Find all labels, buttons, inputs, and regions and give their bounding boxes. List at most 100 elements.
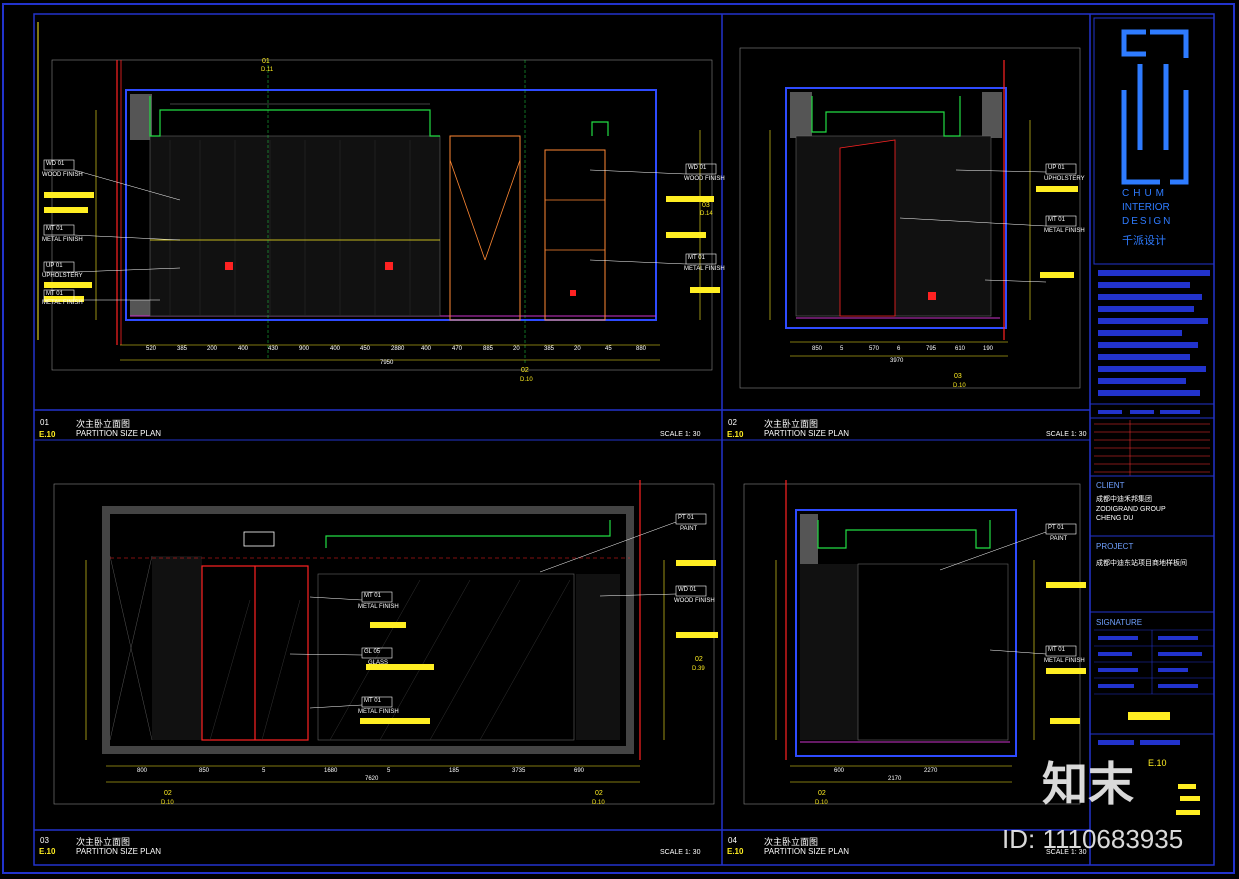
dimension-value: 400 [421,346,432,352]
watermark-brand: 知末 [1042,757,1134,811]
dimension-value: 795 [926,346,937,352]
callout-07: 02 [595,790,603,797]
tag-p3-4: MT 01 [364,698,381,704]
panel-04-number: 04 [728,836,737,845]
panel-03-scale: SCALE 1: 30 [660,849,701,856]
callout-04-sheet: D.10 [953,383,966,389]
tag-p1-1-desc: METAL FINISH [42,237,83,243]
watermark-id: ID: 1110683935 [1002,824,1184,854]
logo-line-3: DESIGN [1122,216,1173,227]
logo-line-4: 千派设计 [1122,234,1166,247]
total-dimension-03: 7620 [365,776,379,782]
callout-04: 03 [954,373,962,380]
callout-01-sheet: D.11 [261,67,274,73]
panel-01-number: 01 [40,418,49,427]
dimension-value: 850 [199,768,210,774]
dimension-value: 385 [177,346,188,352]
dimension-value: 5 [840,346,844,352]
dimension-value: 520 [146,346,157,352]
tag-p4-0-desc: PAINT [1050,536,1068,542]
project-name-cn: 成都中迪东站项目商地样板间 [1096,559,1187,567]
total-dimension-04: 2170 [888,776,902,782]
client-name-en-1: ZODIGRAND GROUP [1096,506,1166,513]
tag-p3-1-desc: WOOD FINISH [674,598,715,604]
tag-p2-0-desc: UPHOLSTERY [1044,176,1085,182]
panel-03-title-cn: 次主卧立面图 [76,838,131,848]
tag-p1-4-desc: WOOD FINISH [684,176,725,182]
panel-02-number: 02 [728,418,737,427]
dimension-value: 45 [605,346,612,352]
tag-p1-0-desc: WOOD FINISH [42,172,83,178]
dimension-value: 400 [330,346,341,352]
panel-01-title-cn: 次主卧立面图 [76,420,131,430]
sheet-number: E.10 [1148,758,1167,768]
tag-p1-1: MT 01 [46,226,63,232]
tag-p1-3-desc: METAL FINISH [42,300,83,306]
dimension-value: 200 [207,346,218,352]
tag-p1-2-desc: UPHOLSTERY [42,273,83,279]
panel-02-scale: SCALE 1: 30 [1046,431,1087,438]
tag-p3-2: MT 01 [364,593,381,599]
callout-06-sheet: D.10 [161,800,174,806]
tag-p1-3: MT 01 [46,291,63,297]
callout-01: 01 [262,58,270,65]
tag-p1-5: MT 01 [688,255,705,261]
logo-line-1: CHUM [1122,188,1168,199]
dimension-value: 800 [137,768,148,774]
tag-p3-1: WD 01 [678,587,697,593]
tag-p1-4: WD 01 [688,165,707,171]
dimension-value: 20 [574,346,581,352]
panel-02-title-en: PARTITION SIZE PLAN [764,429,850,438]
dimension-value: 600 [834,768,845,774]
dimension-value: 385 [544,346,555,352]
client-name-en-2: CHENG DU [1096,515,1134,522]
dimension-value: 430 [268,346,279,352]
elevation-03 [53,480,718,805]
dimension-value: 3735 [512,768,526,774]
dimension-value: 900 [299,346,310,352]
callout-08-sheet: D.10 [815,800,828,806]
panel-01-scale: SCALE 1: 30 [660,431,701,438]
dimension-value: 6 [897,346,901,352]
panel-01-sheet: E.10 [39,430,56,439]
panel-02-title-cn: 次主卧立面图 [764,420,819,430]
total-dimension-01: 7950 [380,360,394,366]
callout-02-sheet: D.14 [700,211,713,217]
panel-04-sheet: E.10 [727,847,744,856]
tag-p1-5-desc: METAL FINISH [684,266,725,272]
dimension-value: 185 [449,768,460,774]
dimension-value: 850 [812,346,823,352]
tag-p3-3-desc: GLASS [368,660,389,666]
client-name-cn: 成都中迪禾邦集团 [1096,495,1152,503]
dimension-value: 20 [513,346,520,352]
tag-p1-0: WD 01 [46,161,65,167]
callout-03: 02 [521,367,529,374]
panel-03-sheet: E.10 [39,847,56,856]
signature-label: SIGNATURE [1096,618,1143,627]
tag-p4-1: MT 01 [1048,647,1065,653]
dimension-value: 570 [869,346,880,352]
client-label: CLIENT [1096,481,1125,490]
elevation-02 [739,47,1081,389]
callout-07-sheet: D.10 [592,800,605,806]
elevation-04 [743,480,1086,805]
tag-p2-1: MT 01 [1048,217,1065,223]
panel-02-sheet: E.10 [727,430,744,439]
dimension-value: 5 [262,768,266,774]
tag-p2-0: UP 01 [1048,165,1065,171]
dimension-value: 1680 [324,768,338,774]
total-dimension-02: 3970 [890,358,904,364]
dimension-value: 5 [387,768,391,774]
panel-01-title-en: PARTITION SIZE PLAN [76,429,162,438]
project-label: PROJECT [1096,542,1134,551]
tag-p3-3: GL 05 [364,649,381,655]
panel-04-title-cn: 次主卧立面图 [764,838,819,848]
tag-p3-4-desc: METAL FINISH [358,709,399,715]
title-block [1090,17,1215,815]
callout-06: 02 [164,790,172,797]
